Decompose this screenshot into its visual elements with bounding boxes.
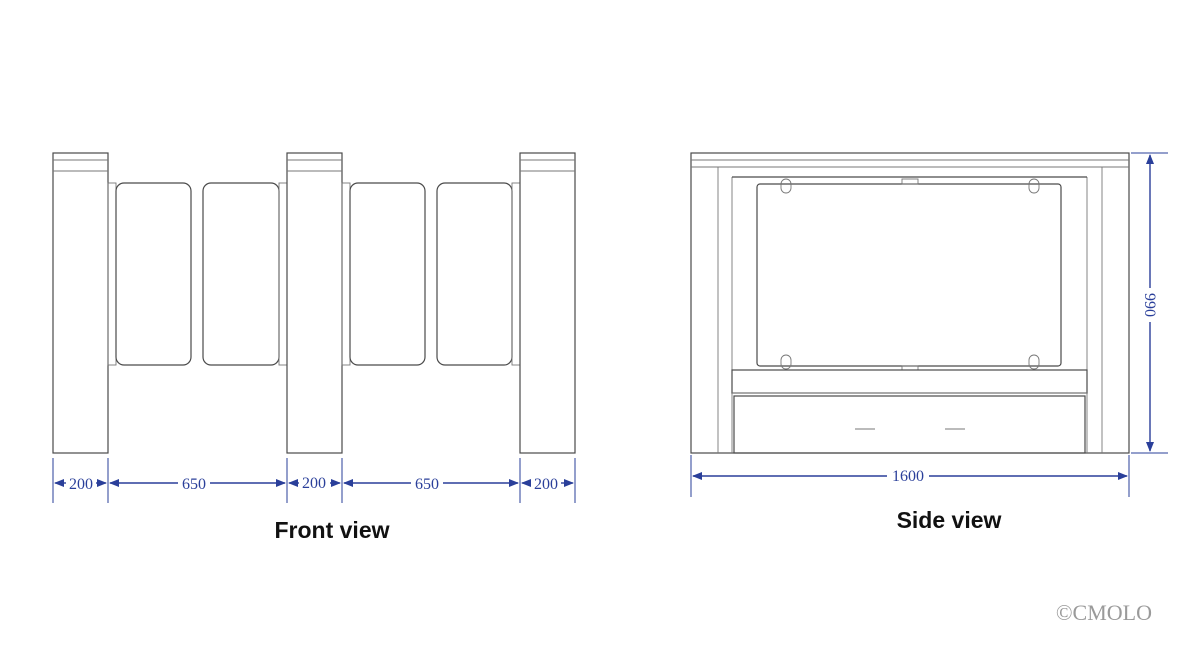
front-dimension-line: 200 650 200 650 200 bbox=[52, 458, 576, 503]
side-cabinet bbox=[733, 395, 1086, 454]
front-flap-panel bbox=[436, 182, 513, 366]
side-mount-tab bbox=[901, 365, 919, 371]
side-lid bbox=[731, 369, 1088, 394]
front-flap-panel bbox=[349, 182, 426, 366]
front-flap-hinge bbox=[341, 182, 351, 366]
front-cabinet-right bbox=[519, 152, 576, 454]
side-view-caption: Side view bbox=[897, 507, 1002, 533]
side-height-dimension: 990 bbox=[1131, 152, 1168, 454]
front-flap-hinge bbox=[107, 182, 117, 366]
front-dim-label: 650 bbox=[415, 476, 439, 493]
side-height-label: 990 bbox=[1141, 293, 1158, 317]
side-clamp bbox=[780, 178, 1040, 370]
front-flap-hinge bbox=[511, 182, 521, 366]
front-dim-label: 200 bbox=[534, 476, 558, 493]
front-dim-label: 200 bbox=[302, 475, 326, 492]
front-cabinet-middle bbox=[286, 152, 343, 454]
watermark: ©CMOLO bbox=[1056, 600, 1152, 625]
front-flap-panel bbox=[115, 182, 192, 366]
front-view-caption: Front view bbox=[274, 517, 389, 543]
front-dim-label: 200 bbox=[69, 476, 93, 493]
side-view: 1600 990 Side view bbox=[690, 152, 1168, 533]
front-view: 200 650 200 650 200 Front view bbox=[52, 152, 576, 543]
side-glass-panel bbox=[756, 183, 1062, 367]
side-width-label: 1600 bbox=[892, 468, 924, 485]
front-cabinet-left bbox=[52, 152, 109, 454]
side-mount-tab bbox=[901, 178, 919, 185]
front-dim-label: 650 bbox=[182, 476, 206, 493]
side-width-dimension: 1600 bbox=[690, 455, 1130, 497]
front-flap-panel bbox=[202, 182, 280, 366]
front-flap-hinge bbox=[278, 182, 288, 366]
